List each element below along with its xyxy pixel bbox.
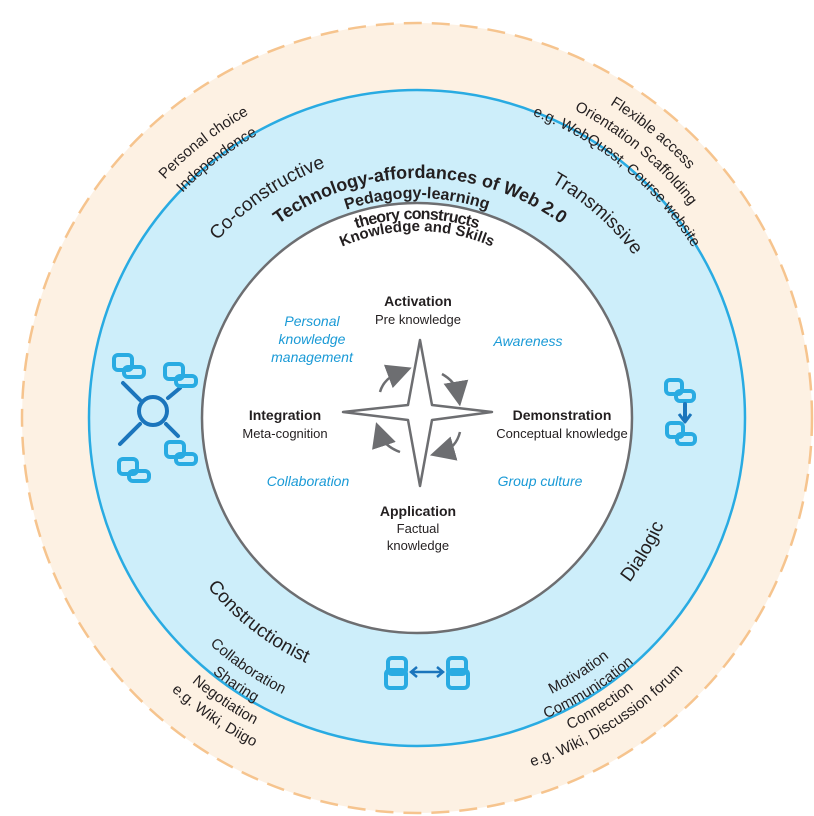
demonstration-sub: Conceptual knowledge <box>496 426 628 441</box>
application-sub-1: Factual <box>397 521 440 536</box>
dialogue-icon <box>384 656 470 690</box>
activation-sub: Pre knowledge <box>375 312 461 327</box>
collaboration-label: Collaboration <box>267 473 350 489</box>
person-icon-br <box>164 440 198 466</box>
integration-title: Integration <box>249 407 321 423</box>
person-icon-tl <box>112 353 146 379</box>
person-icon-tr <box>163 362 198 388</box>
compass-star <box>341 338 494 488</box>
group-culture-label: Group culture <box>498 473 583 489</box>
arrow-top-left <box>378 364 412 393</box>
activation-title: Activation <box>384 293 452 309</box>
integration-sub: Meta-cognition <box>242 426 327 441</box>
pkm-line-2: knowledge <box>279 331 346 347</box>
person-icon-bl <box>117 457 151 483</box>
transmission-icon <box>664 378 697 446</box>
arrow-bottom-left <box>372 422 401 454</box>
application-sub-2: knowledge <box>387 538 449 553</box>
demonstration-title: Demonstration <box>513 407 612 423</box>
pkm-line-1: Personal <box>284 313 340 329</box>
awareness-label: Awareness <box>492 333 562 349</box>
arrow-bottom-right <box>429 431 462 461</box>
application-title: Application <box>380 503 456 519</box>
arrow-top-right <box>441 372 469 407</box>
cycle-arrows <box>372 364 469 461</box>
network-people-icon <box>112 353 198 483</box>
pkm-line-3: management <box>271 349 354 365</box>
